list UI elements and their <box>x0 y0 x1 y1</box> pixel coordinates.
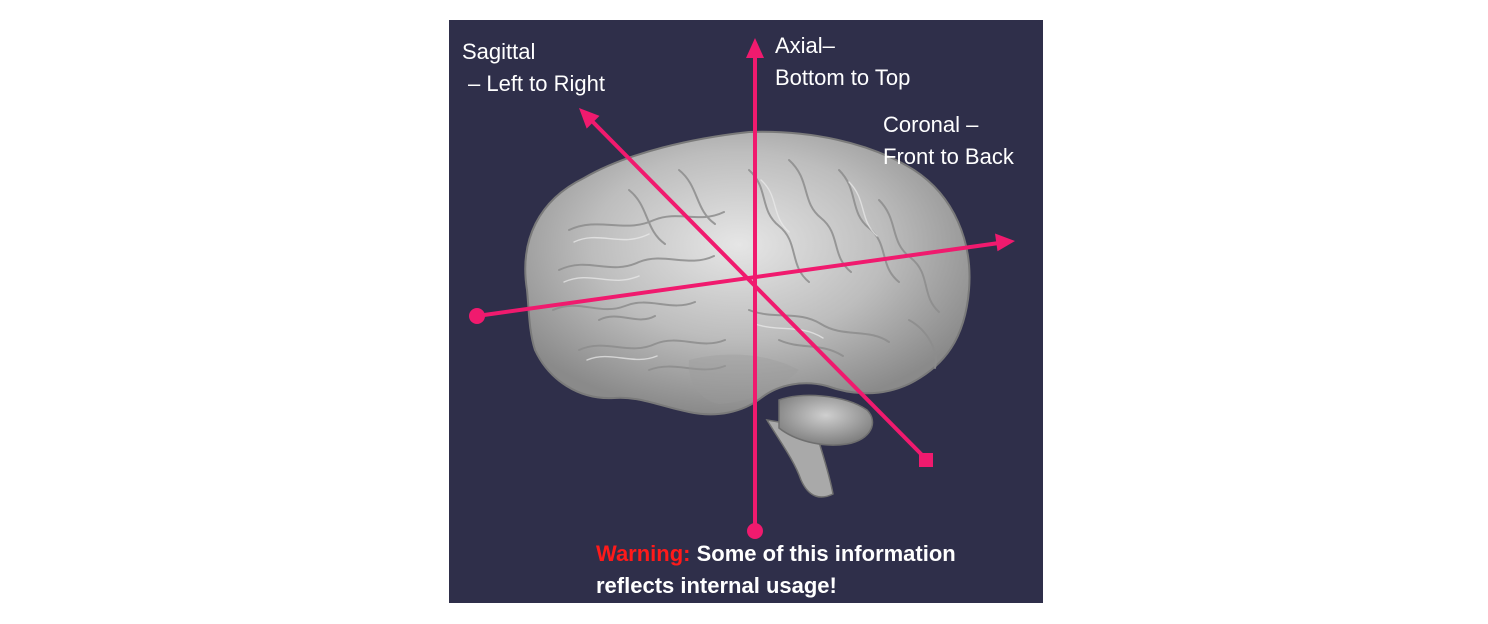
temporal-lobe <box>688 354 799 404</box>
brain-axes-diagram <box>449 20 1043 603</box>
cerebellum <box>778 394 874 446</box>
coronal-axis-line <box>476 241 1000 318</box>
sagittal-square-endpoint <box>919 453 933 467</box>
axial-label-line1: Axial– <box>775 33 835 58</box>
sagittal-label: Sagittal – Left to Right <box>462 36 605 100</box>
sulci-lines <box>552 159 940 371</box>
sagittal-arrow-head <box>579 108 600 129</box>
coronal-circle-endpoint <box>469 308 485 324</box>
warning-line-1: Warning: Some of this information <box>596 538 956 570</box>
axes <box>469 38 1015 539</box>
brain-image <box>524 130 971 498</box>
coronal-label-line2: Front to Back <box>883 144 1014 169</box>
sagittal-axis-line <box>587 116 927 460</box>
diagram-panel: Sagittal – Left to Right Axial– Bottom t… <box>449 20 1043 603</box>
warning-line-2: reflects internal usage! <box>596 573 837 598</box>
axial-label-line2: Bottom to Top <box>775 65 911 90</box>
coronal-label: Coronal – Front to Back <box>883 109 1014 173</box>
coronal-label-line1: Coronal – <box>883 112 979 137</box>
warning-text-1: Some of this information <box>696 541 956 566</box>
axial-arrow-head <box>746 38 764 58</box>
coronal-arrow-head <box>995 233 1015 252</box>
gyri-highlights <box>563 179 878 361</box>
sagittal-label-line2: – Left to Right <box>468 71 605 96</box>
sagittal-label-line1: Sagittal <box>462 39 536 64</box>
warning-note: Warning: Some of this information reflec… <box>596 538 956 602</box>
cerebrum <box>524 130 971 416</box>
axial-label: Axial– Bottom to Top <box>775 30 910 94</box>
axial-circle-endpoint <box>747 523 763 539</box>
warning-prefix: Warning: <box>596 541 691 566</box>
